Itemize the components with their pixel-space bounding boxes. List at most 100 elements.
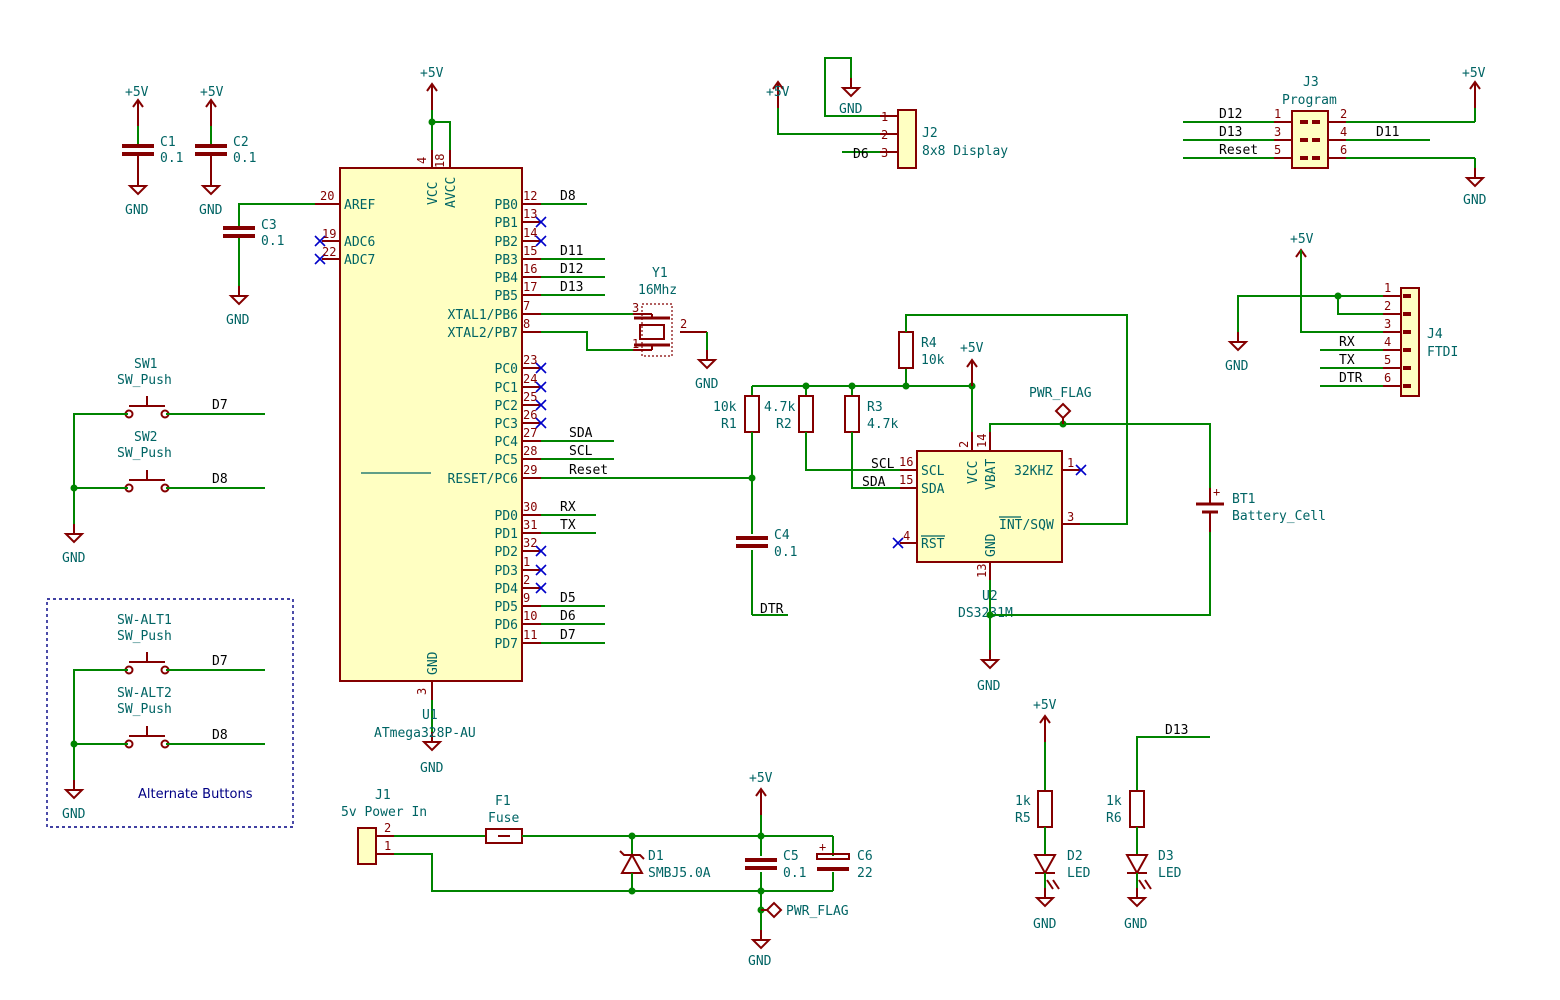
u1-pin-num: 10 — [523, 609, 537, 623]
u2-pin-num: 1 — [1067, 456, 1074, 470]
c4-ref: C4 — [774, 528, 790, 543]
u1-net-label: Reset — [569, 463, 608, 478]
power-input: J1 5v Power In 2 1 F1 Fuse D1 SMBJ5.0A +… — [341, 771, 873, 969]
u1-pin-name: XTAL2/PB7 — [448, 326, 518, 341]
alt1-value: SW_Push — [117, 629, 172, 644]
c3-ref: C3 — [261, 218, 277, 233]
u2-pin-name: VBAT — [984, 459, 999, 490]
u1-net-wires — [541, 203, 752, 644]
vcc-label: +5V — [1033, 698, 1057, 713]
u1-pin-name: PD4 — [495, 582, 519, 597]
u1-net-label: D7 — [560, 628, 576, 643]
u1-pin-num: 25 — [523, 390, 537, 404]
gnd-label: GND — [1124, 917, 1148, 932]
j3-pin-pad — [1300, 156, 1308, 160]
j4-value: FTDI — [1427, 345, 1458, 360]
u2-body — [916, 450, 1063, 563]
j4-net-label: DTR — [1339, 371, 1363, 386]
gnd-label: GND — [420, 761, 444, 776]
u1-pin-name: PB3 — [495, 253, 518, 268]
rtc-pullups: 10k R1 DTR C4 0.1 4.7k R2 R3 4.7k R4 10k… — [713, 314, 1128, 617]
u1-pin-num: 27 — [523, 426, 537, 440]
gnd-label: GND — [226, 313, 250, 328]
c5-ref: C5 — [783, 849, 799, 864]
u2-pin-name: SDA — [921, 482, 945, 497]
y1-value: 16Mhz — [638, 283, 677, 298]
f1-value: Fuse — [488, 811, 519, 826]
r3-ref: R3 — [867, 400, 883, 415]
u1-net-label: SDA — [569, 426, 593, 441]
alt2-ref: SW-ALT2 — [117, 686, 172, 701]
j1-value: 5v Power In — [341, 805, 427, 820]
j3-value: Program — [1282, 93, 1337, 108]
u1-net-label: D13 — [560, 280, 583, 295]
u2-net-sda: SDA — [862, 475, 886, 490]
j3-pin-pad — [1312, 156, 1320, 160]
u2-pin-name: RST — [921, 537, 945, 552]
u1-pin-name: XTAL1/PB6 — [448, 308, 518, 323]
u1-net-label: D12 — [560, 262, 583, 277]
j4-ref: J4 — [1427, 327, 1443, 342]
j4-pin-pad — [1403, 294, 1411, 298]
alt2-value: SW_Push — [117, 702, 172, 717]
u1-pin-name: PB1 — [495, 216, 518, 231]
j4-pin-num: 6 — [1384, 371, 1391, 385]
r3-value: 4.7k — [867, 417, 898, 432]
u2-pin-num: 14 — [975, 434, 989, 448]
vcc-label: +5V — [1290, 232, 1314, 247]
vcc-label: +5V — [1462, 66, 1486, 81]
gnd-label: GND — [839, 102, 863, 117]
j4-pin-num: 5 — [1384, 353, 1391, 367]
u1-pin-num: 16 — [523, 262, 537, 276]
u1-pin-name: PD1 — [495, 527, 518, 542]
r2-ref: R2 — [776, 417, 792, 432]
u1-pin-name: PB2 — [495, 235, 518, 250]
crystal-y1: Y1 16Mhz GND 3 2 1 — [632, 266, 719, 392]
capacitor-c3: GND C3 0.1 — [221, 203, 315, 328]
bt1-plus: + — [1213, 485, 1220, 499]
u1-pin-name: PD6 — [495, 618, 518, 633]
u1-pin-num: 7 — [523, 299, 530, 313]
switch-sw2: SW2 SW_Push GND D8 — [62, 430, 265, 566]
sw2-ref: SW2 — [134, 430, 157, 445]
j3-pin-pad — [1312, 120, 1320, 124]
c4-net: DTR — [760, 602, 784, 617]
c6-value: 22 — [857, 866, 873, 881]
gnd-label: GND — [1463, 193, 1487, 208]
r1-ref: R1 — [721, 417, 737, 432]
gnd-label: GND — [977, 679, 1001, 694]
j4-pin-num: 1 — [1384, 281, 1391, 295]
c1-value: 0.1 — [160, 151, 183, 166]
y1-pin: 1 — [632, 337, 639, 351]
u1-right-pins: 12PB0D813PB114PB215PB3D1116PB4D1217PB5D1… — [448, 189, 609, 652]
y1-pin: 2 — [680, 317, 687, 331]
vcc-label: +5V — [766, 85, 790, 100]
u2-pin-num: 16 — [899, 455, 913, 469]
j3-net-label: D11 — [1376, 125, 1399, 140]
u1-pin-num: 11 — [523, 628, 537, 642]
u1-pin-num: 12 — [523, 189, 537, 203]
j2-pin: 2 — [881, 128, 888, 142]
j4-pin-num: 2 — [1384, 299, 1391, 313]
u2-pin-name: SCL — [921, 464, 945, 479]
u1-pin-num: 20 — [320, 189, 334, 203]
j1-pin: 1 — [384, 839, 391, 853]
u1-pin-num: 32 — [523, 536, 537, 550]
u2-pin-name: INT/SQW — [999, 518, 1054, 533]
u2-net-scl: SCL — [871, 457, 895, 472]
u1-ref: U1 — [422, 708, 438, 723]
u1-pin-name: PB5 — [495, 289, 518, 304]
u1-net-label: SCL — [569, 444, 593, 459]
j1-ref: J1 — [375, 788, 391, 803]
u1-pin-name: AVCC — [444, 177, 459, 208]
alt1-ref: SW-ALT1 — [117, 613, 172, 628]
alternate-buttons-label: Alternate Buttons — [138, 787, 253, 802]
j3-pin-pad — [1300, 120, 1308, 124]
u1-pin-name: PC2 — [495, 399, 518, 414]
r1-value: 10k — [713, 400, 737, 415]
connector-j2: GND +5V D6 1 2 3 J2 8x8 Display — [766, 57, 1008, 169]
j4-pin-num: 4 — [1384, 335, 1391, 349]
j3-net-label: D13 — [1219, 125, 1242, 140]
